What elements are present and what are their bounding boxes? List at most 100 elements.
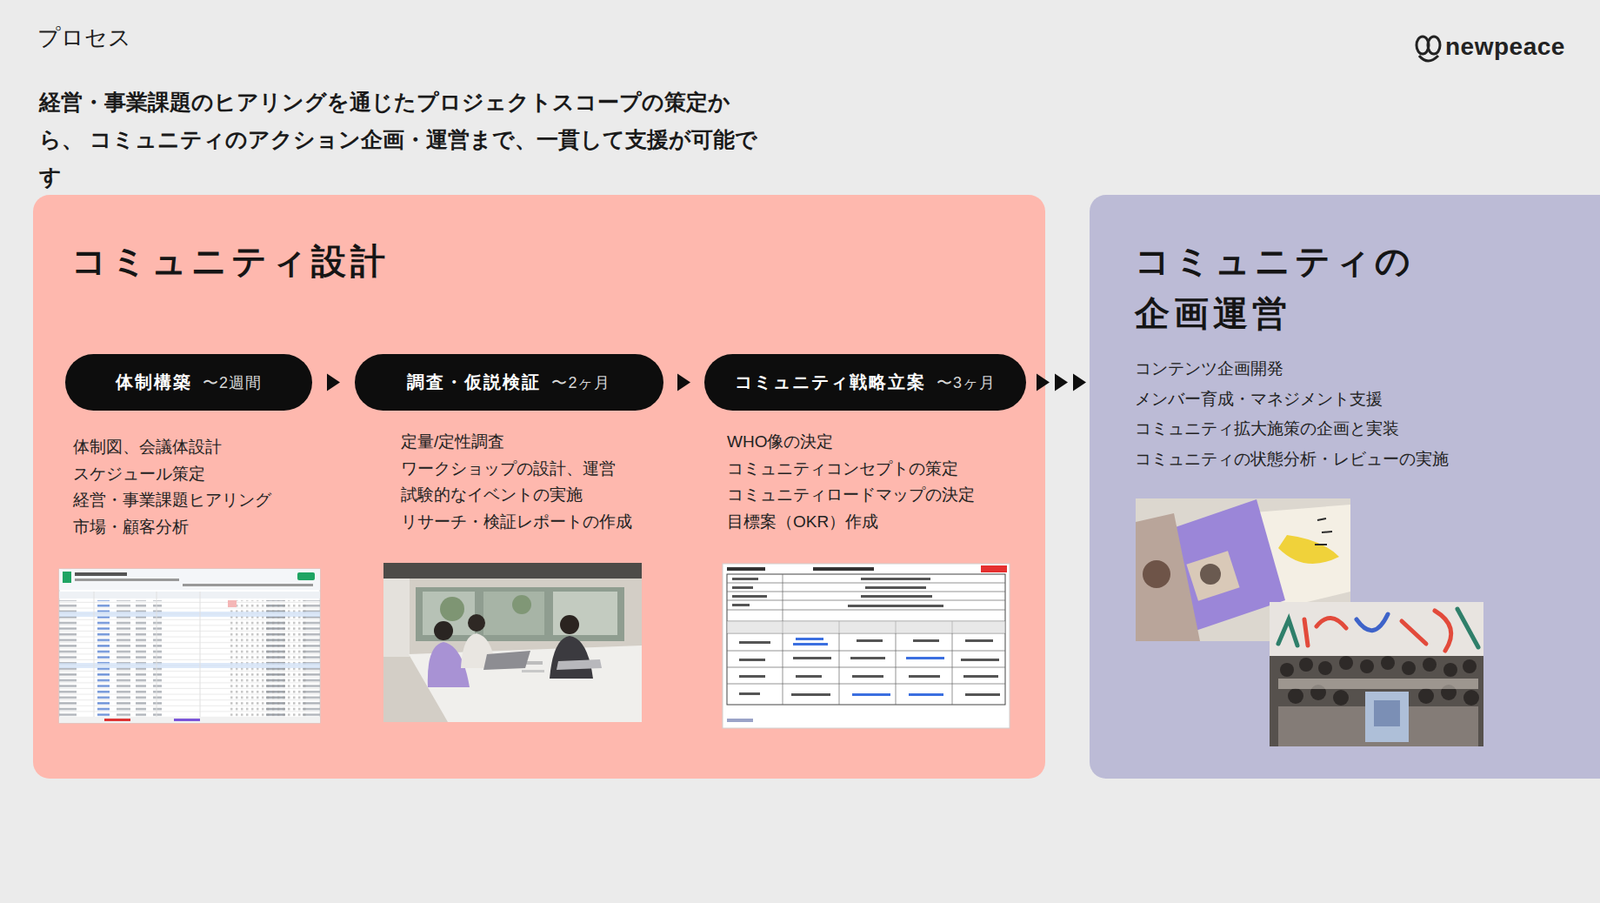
spreadsheet-screenshot [200, 591, 201, 717]
workshop-photo [383, 562, 642, 722]
group-photo [1373, 700, 1400, 727]
strategy-table-screenshot [739, 658, 766, 661]
strategy-table-screenshot [865, 586, 927, 589]
strategy-table-screenshot [908, 693, 944, 696]
strategy-table-screenshot [732, 594, 767, 598]
group-photo [1304, 617, 1347, 646]
task-item: ワークショップの設計、運営 [400, 455, 633, 483]
strategy-table-screenshot [732, 577, 759, 580]
service-item: コンテンツ企画開発 [1134, 353, 1449, 385]
arrow-head [1073, 373, 1087, 392]
strategy-table-screenshot [960, 658, 1000, 661]
spreadsheet-screenshot [59, 716, 320, 723]
task-item-group: WHO像の決定コミュニティコンセプトの策定コミュニティロードマップの決定目標案（… [726, 428, 975, 535]
workshop-photo [512, 594, 532, 614]
strategy-table-screenshot [906, 656, 945, 660]
strategy-table-screenshot [739, 674, 766, 678]
task-item: 目標案（OKR）作成 [726, 508, 975, 536]
strategy-table-screenshot [732, 603, 750, 607]
workshop-photo [483, 650, 531, 670]
strategy-table-screenshot [908, 674, 940, 678]
book-photo [1314, 518, 1333, 545]
strategy-table-screenshot [965, 693, 1000, 696]
spreadsheet-screenshot [182, 583, 314, 587]
spreadsheet-screenshot [59, 662, 320, 668]
workshop-photo [560, 614, 580, 634]
strategy-table-screenshot [726, 620, 1006, 634]
strategy-table-screenshot [782, 573, 784, 705]
spreadsheet-screenshot [59, 611, 320, 617]
task-item: WHO像の決定 [726, 428, 975, 456]
step-duration: 〜2ヶ月 [551, 372, 611, 394]
workshop-photo [553, 591, 618, 635]
workshop-photo [467, 613, 486, 632]
book-photo [1186, 550, 1240, 600]
strategy-table-screenshot [726, 718, 754, 722]
book-photo [1200, 563, 1221, 585]
strategy-table-screenshot [847, 604, 944, 607]
arrow-head [677, 373, 691, 392]
step-pill: 体制構築〜2週間 [65, 353, 313, 411]
strategy-table-screenshot [895, 620, 897, 705]
group-photo [1365, 691, 1409, 742]
group-photo [1401, 660, 1416, 675]
strategy-table-screenshot [913, 639, 940, 642]
spreadsheet-screenshot [227, 600, 307, 717]
workshop-photo [440, 596, 465, 621]
service-item: メンバー育成・マネジメント支援 [1134, 384, 1449, 415]
arrow-head [1036, 373, 1050, 392]
headline: 経営・事業課題のヒアリングを通じたプロジェクトスコープの策定から、 コミュニティ… [39, 83, 770, 196]
spreadsheet-screenshot [62, 571, 72, 583]
strategy-table-screenshot [980, 565, 1007, 573]
strategy-table-screenshot [852, 674, 884, 678]
book-photo [1135, 513, 1200, 641]
strategy-table-screenshot [732, 586, 754, 589]
logo-text: newpeace [1445, 33, 1566, 61]
logo-text-group: newpeace [1445, 33, 1566, 61]
workshop-photo [383, 578, 410, 657]
step-duration: 〜3ヶ月 [936, 372, 996, 394]
spreadsheet-screenshot [173, 718, 200, 721]
group-photo [1401, 610, 1452, 651]
group-photo [1269, 601, 1484, 747]
group-photo [1462, 659, 1477, 674]
group-photo [1463, 689, 1480, 706]
task-item-group: 体制図、会議体設計スケジュール策定経営・事業課題ヒアリング市場・顧客分析 [73, 433, 272, 540]
strategy-table-screenshot [739, 640, 771, 644]
task-item-group: 定量/定性調査ワークショップの設計、運営試験的なイベントの実施リサーチ・検証レポ… [400, 428, 633, 535]
strategy-table-screenshot [793, 642, 828, 646]
strategy-table-screenshot [726, 600, 1006, 601]
spreadsheet-screenshot [74, 578, 180, 581]
logo-icon [1419, 55, 1439, 61]
group-photo [1356, 613, 1388, 631]
logo-icon [1416, 36, 1440, 61]
strategy-table-screenshot [813, 566, 874, 571]
task-item: スケジュール策定 [73, 460, 272, 488]
workshop-photo [521, 669, 545, 673]
strategy-table-screenshot [791, 693, 831, 696]
strategy-table-screenshot [952, 620, 954, 705]
spreadsheet-screenshot [297, 572, 315, 580]
task-item: 試験的なイベントの実施 [400, 481, 633, 509]
group-photo [1422, 657, 1437, 672]
arrow-head [326, 373, 340, 392]
step-duration: 〜2週間 [202, 372, 262, 394]
spreadsheet-screenshot [59, 591, 320, 599]
group-photo [1360, 659, 1374, 674]
strategy-table-screenshot [860, 594, 933, 598]
group-photo [1278, 619, 1298, 646]
panel-title: コミュニティの 企画運営 [1134, 234, 1431, 340]
strategy-table-screenshot [793, 637, 945, 696]
spreadsheet-screenshot [59, 568, 320, 590]
workshop-photo [483, 591, 545, 635]
strategy-table-screenshot [739, 692, 760, 695]
strategy-table-screenshot [793, 656, 832, 660]
group-photo [1278, 678, 1479, 689]
group-photo [1269, 601, 1484, 656]
spreadsheet-screenshot [156, 591, 158, 717]
book-photo [1278, 534, 1340, 564]
workshop-photo [549, 635, 594, 679]
step-pill: コミュニティ戦略立案〜3ヶ月 [704, 353, 1027, 411]
group-photo [1278, 608, 1479, 651]
